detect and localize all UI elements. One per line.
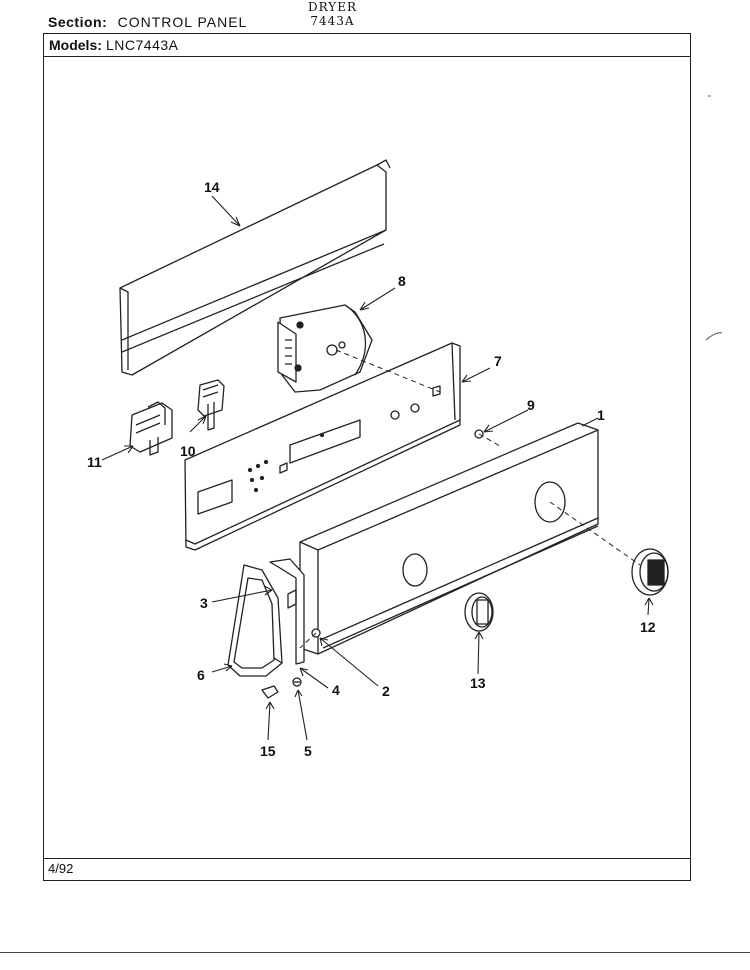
alignment-lines xyxy=(299,349,641,649)
callout-11: 11 xyxy=(87,454,102,470)
callout-12: 12 xyxy=(640,619,656,635)
part-top-cover xyxy=(119,159,391,376)
callout-8: 8 xyxy=(398,273,406,289)
models-label: Models: xyxy=(49,37,102,53)
callout-2: 2 xyxy=(382,683,390,699)
section-value: CONTROL PANEL xyxy=(117,14,248,30)
part-trim-strip xyxy=(269,558,305,665)
product-number: 7443A xyxy=(310,14,355,28)
part-backing-plate xyxy=(184,342,461,551)
part-small-switch xyxy=(197,379,225,431)
callout-9: 9 xyxy=(527,397,535,413)
part-timer-bracket xyxy=(277,304,373,393)
part-rotary-switch xyxy=(129,401,173,456)
callout-7: 7 xyxy=(494,353,502,369)
bottom-rule xyxy=(0,952,750,953)
section-label: Section: xyxy=(48,14,108,30)
part-screw-5 xyxy=(292,677,302,687)
product-heading: DRYER 7443A xyxy=(308,0,357,28)
callout-3: 3 xyxy=(200,595,208,611)
models-row: Models: LNC7443A xyxy=(44,34,690,57)
callout-4: 4 xyxy=(332,682,340,698)
part-end-cap xyxy=(227,564,283,677)
diagram-frame: Models: LNC7443A 4/92 xyxy=(43,33,691,881)
section-heading: Section: CONTROL PANEL xyxy=(48,14,247,30)
callout-10: 10 xyxy=(180,443,196,459)
models-value: LNC7443A xyxy=(106,37,179,53)
part-selector-knob xyxy=(464,592,494,632)
callout-15: 15 xyxy=(260,743,276,759)
stray-mark xyxy=(705,332,723,341)
callout-5: 5 xyxy=(304,743,312,759)
footer-row: 4/92 xyxy=(44,858,690,880)
callout-6: 6 xyxy=(197,667,205,683)
revision-date: 4/92 xyxy=(48,861,74,876)
part-front-console xyxy=(299,422,599,655)
part-clip xyxy=(261,685,279,699)
callout-13: 13 xyxy=(470,675,486,691)
callout-1: 1 xyxy=(597,407,605,423)
part-timer-knob xyxy=(631,548,669,596)
callout-numbers: 14 8 7 9 1 10 11 3 6 4 2 15 5 13 12 xyxy=(87,179,656,759)
product-name: DRYER xyxy=(308,0,358,14)
callout-14: 14 xyxy=(204,179,220,195)
leader-lines xyxy=(101,195,654,741)
